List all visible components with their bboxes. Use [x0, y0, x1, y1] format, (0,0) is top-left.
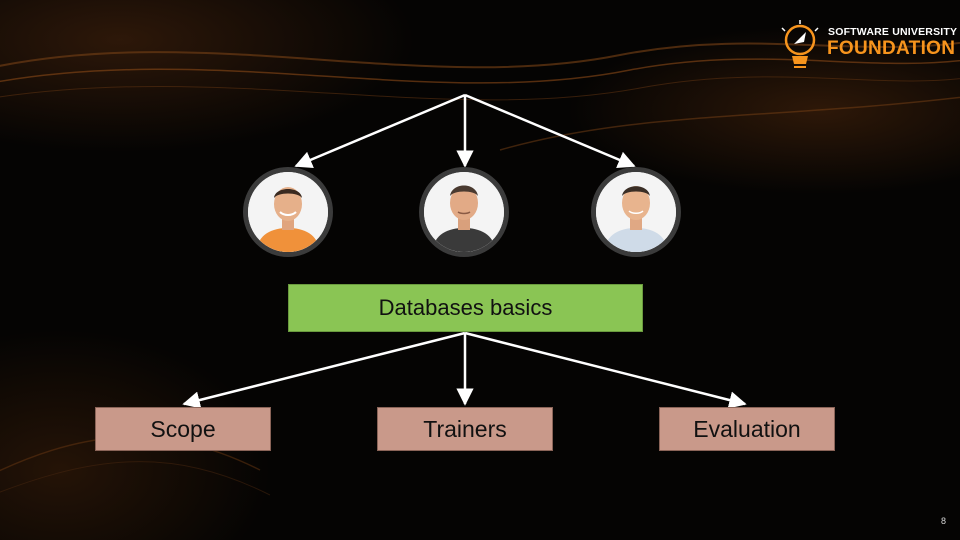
trainer-photo-3 — [591, 167, 681, 257]
logo-text-bottom: FOUNDATION — [827, 38, 956, 59]
topic-box: Databases basics — [288, 284, 643, 332]
top-arrows — [294, 93, 636, 168]
arrow-to-trainer-3 — [464, 93, 636, 168]
trainer-photo-2 — [419, 167, 509, 257]
arrow-to-scope — [182, 331, 466, 409]
arrow-to-trainer-1 — [294, 93, 466, 168]
bottom-arrows — [182, 331, 747, 409]
trainers-box: Trainers — [377, 407, 553, 451]
arrow-to-evaluation — [464, 331, 747, 409]
evaluation-box: Evaluation — [659, 407, 835, 451]
logo-text-top: SOFTWARE UNIVERSITY — [828, 26, 958, 38]
lightbulb-rocket-icon — [781, 20, 819, 68]
trainer-photo-1 — [243, 167, 333, 257]
scope-box: Scope — [95, 407, 271, 451]
software-university-logo: SOFTWARE UNIVERSITY FOUNDATION — [776, 18, 957, 70]
page-number: 8 — [940, 516, 946, 526]
